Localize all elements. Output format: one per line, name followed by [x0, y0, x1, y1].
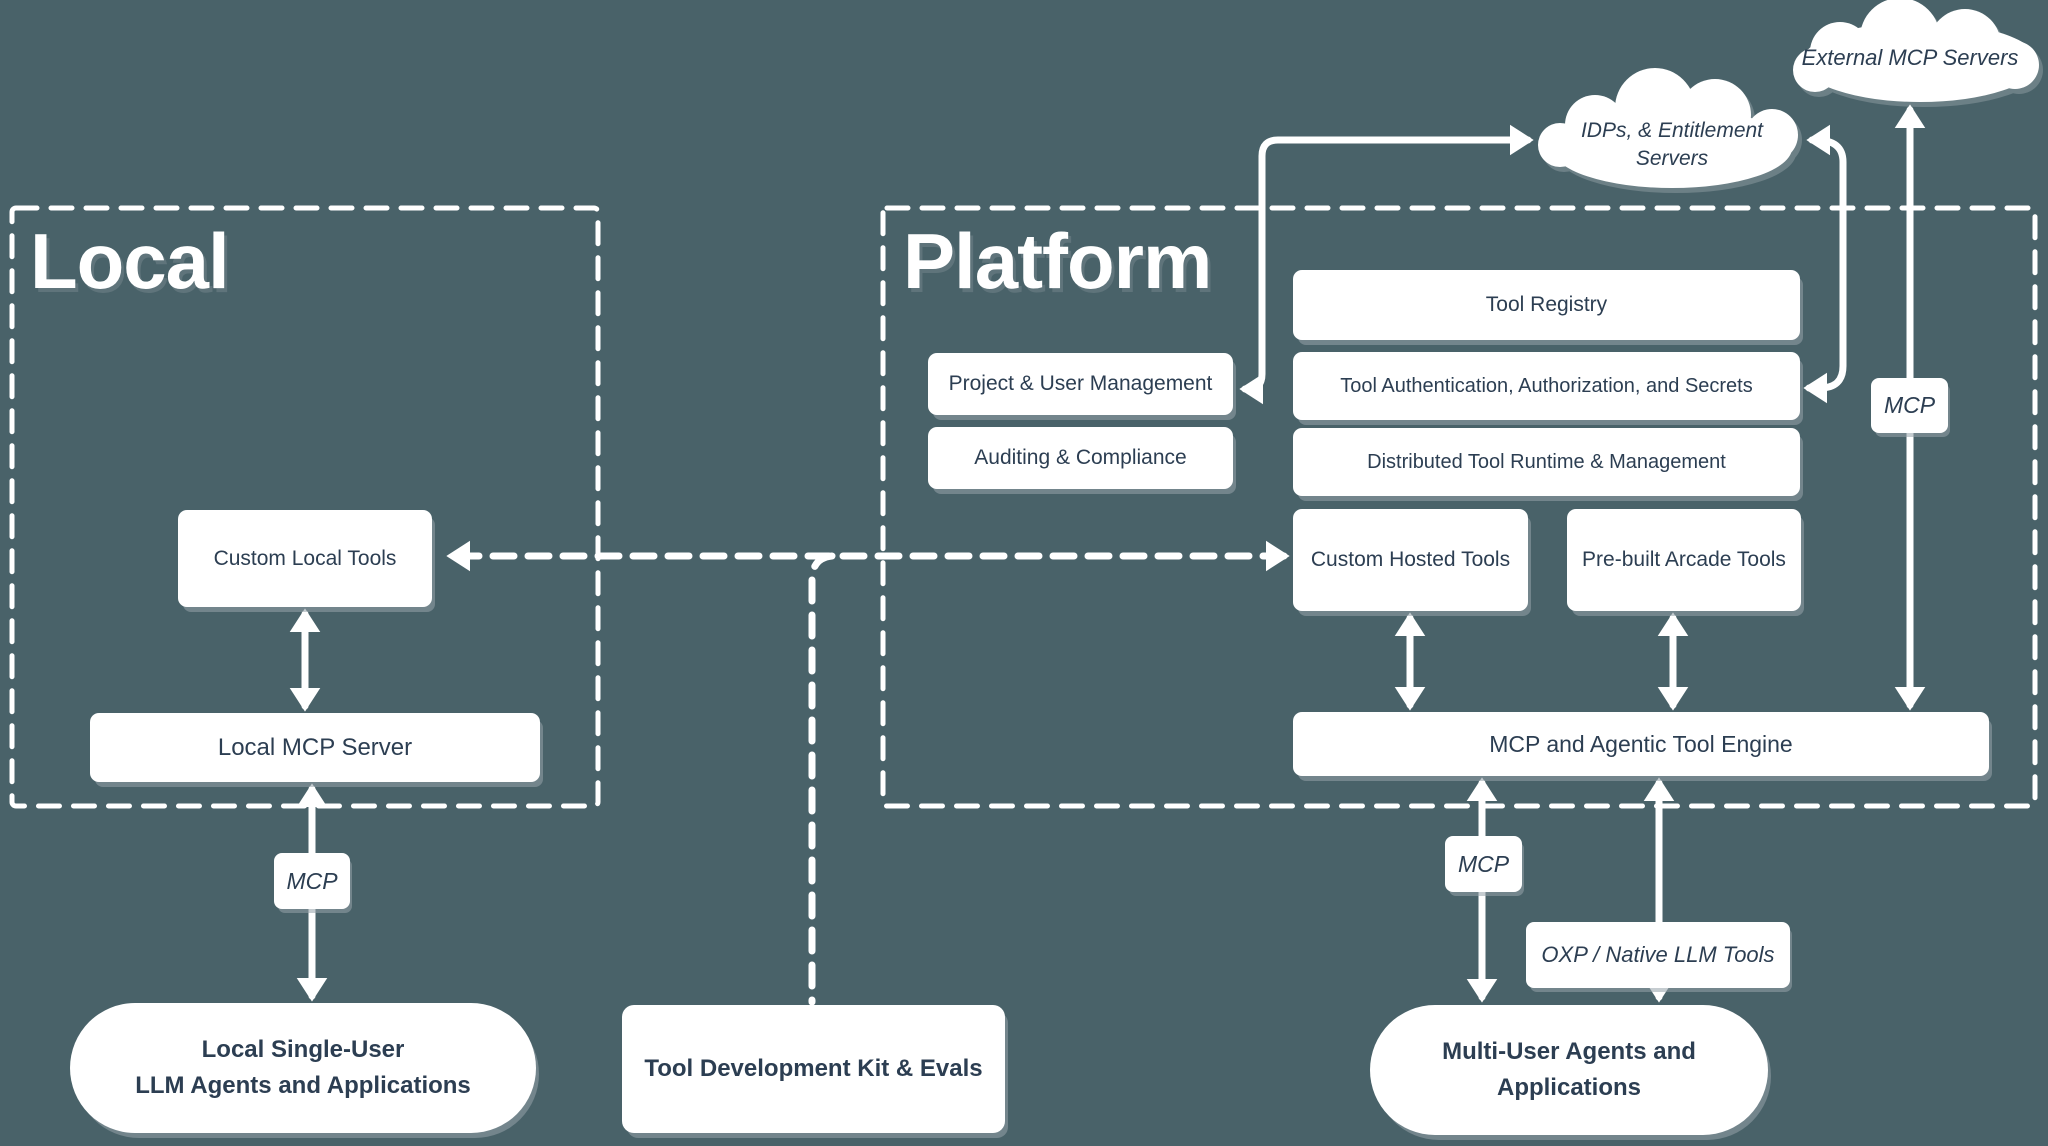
idp-cloud-label-line1: IDPs, & Entitlement [1580, 119, 1764, 142]
distributed-runtime-box: Distributed Tool Runtime & Management [1293, 428, 1800, 496]
idp-cloud-label: IDPs, & Entitlement Servers [1542, 117, 1802, 173]
tool-development-kit-box: Tool Development Kit & Evals [622, 1005, 1005, 1133]
project-user-management-box: Project & User Management [928, 353, 1233, 415]
prebuilt-arcade-tools-box: Pre-built Arcade Tools [1567, 509, 1801, 611]
local-mcp-server-box: Local MCP Server [90, 713, 540, 782]
platform-container-title: Platform [903, 217, 1212, 305]
arrow-projectmgmt-idpcloud [1239, 124, 1534, 405]
mcp-chip-multiuser: MCP [1445, 836, 1522, 892]
idp-cloud [1538, 68, 1798, 188]
mcp-chip-external: MCP [1871, 378, 1948, 433]
tool-auth-box: Tool Authentication, Authorization, and … [1293, 352, 1800, 420]
multi-user-agents-pill: Multi-User Agents and Applications [1370, 1005, 1768, 1135]
oxp-native-llm-tools-chip: OXP / Native LLM Tools [1526, 922, 1790, 988]
idp-cloud-label-line2: Servers [1635, 147, 1709, 170]
auditing-compliance-box: Auditing & Compliance [928, 427, 1233, 489]
mcp-agentic-tool-engine-box: MCP and Agentic Tool Engine [1293, 712, 1989, 776]
multi-user-agents-pill-line1: Multi-User Agents and [1442, 1038, 1696, 1065]
external-mcp-cloud [1793, 0, 2039, 102]
custom-hosted-tools-box: Custom Hosted Tools [1293, 509, 1528, 611]
custom-local-tools-box: Custom Local Tools [178, 510, 432, 607]
arrow-idpcloud-toolauth [1803, 124, 1847, 404]
local-agents-pill-line2: LLM Agents and Applications [135, 1072, 471, 1099]
multi-user-agents-pill-line2: Applications [1496, 1074, 1641, 1101]
dashed-link-tdk-branch [808, 552, 836, 1006]
mcp-chip-local: MCP [274, 853, 350, 909]
local-container-title: Local [30, 217, 230, 305]
local-agents-pill-line1: Local Single-User [201, 1036, 405, 1063]
external-mcp-cloud-label: External MCP Servers [1801, 45, 2019, 70]
tool-registry-box: Tool Registry [1293, 270, 1800, 340]
local-agents-pill: Local Single-User LLM Agents and Applica… [70, 1003, 536, 1133]
